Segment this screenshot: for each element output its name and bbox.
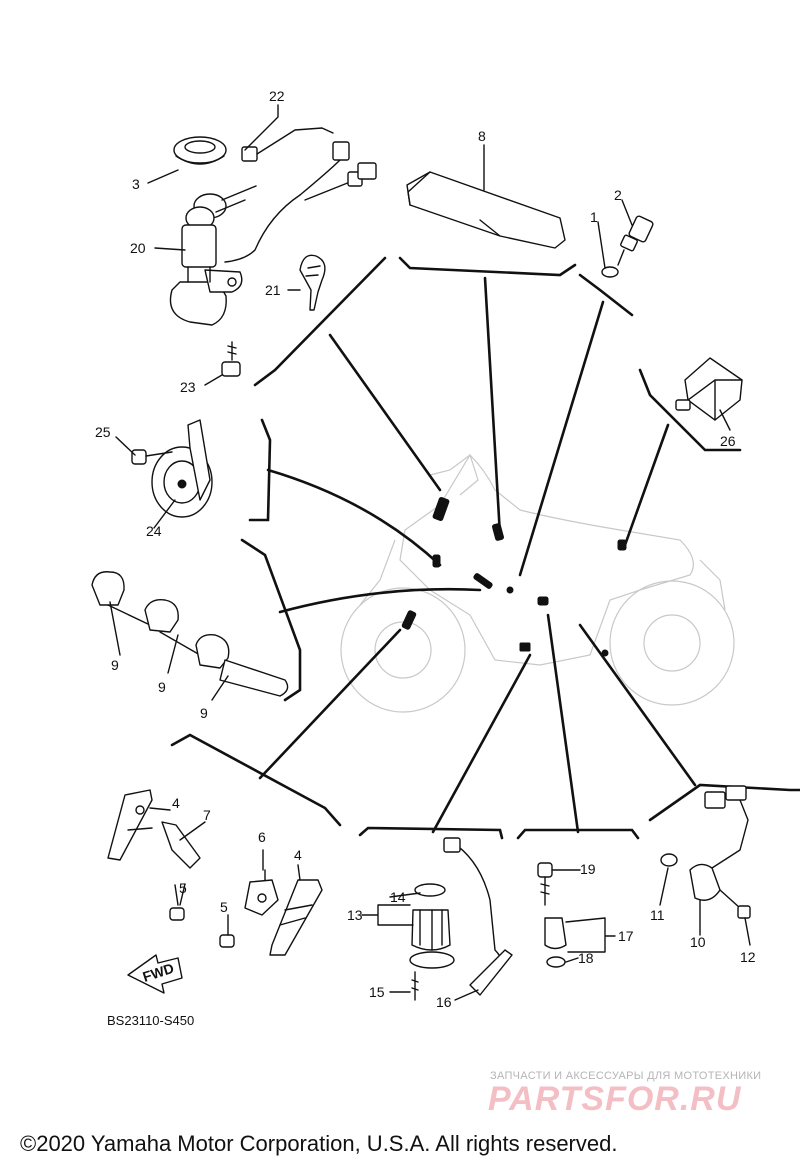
- callout-22: 22: [269, 88, 285, 104]
- callout-8: 8: [478, 128, 486, 144]
- ecu-part: [406, 171, 566, 249]
- watermark-brand: PARTSFOR.RU: [488, 1080, 742, 1118]
- callout-1: 1: [590, 209, 598, 225]
- callout-24: 24: [146, 523, 162, 539]
- callout-leaders: [109, 104, 751, 1001]
- callout-11: 11: [650, 907, 665, 923]
- reflector-right-part: [219, 869, 323, 956]
- sensor-part: [601, 215, 654, 278]
- wire-lead-part: [241, 127, 334, 162]
- callout-13: 13: [347, 907, 363, 923]
- callout-9b: 9: [158, 679, 166, 695]
- callout-numbers: 22 3 20 21 23 8 1 2 26 25 24 9 9 9 4 7 5…: [95, 88, 756, 1010]
- callout-20: 20: [130, 240, 146, 256]
- leader-lines: [258, 276, 697, 834]
- callout-9c: 9: [200, 705, 208, 721]
- bike-connectors: [401, 497, 627, 657]
- callout-4b: 4: [294, 847, 302, 863]
- callout-14: 14: [390, 889, 406, 905]
- callout-19: 19: [580, 861, 596, 877]
- speed-sensor-part: [537, 862, 567, 968]
- copyright-text: ©2020 Yamaha Motor Corporation, U.S.A. A…: [20, 1131, 618, 1156]
- callout-17: 17: [618, 928, 634, 944]
- callout-23: 23: [180, 379, 196, 395]
- group-brackets: [170, 256, 800, 840]
- bolt-23-part: [221, 341, 241, 377]
- fuel-sender-part: [409, 837, 513, 1001]
- main-switch-part: [169, 141, 377, 326]
- callout-18: 18: [578, 950, 594, 966]
- callout-25: 25: [95, 424, 111, 440]
- callout-5a: 5: [179, 880, 187, 896]
- bulb-sockets-part: [91, 571, 289, 697]
- key-part: [299, 254, 326, 311]
- callout-21: 21: [265, 282, 281, 298]
- horn-part: [131, 419, 213, 518]
- fwd-arrow: [127, 954, 183, 994]
- reflector-left-part: [107, 789, 201, 921]
- callout-3: 3: [132, 176, 140, 192]
- callout-15: 15: [369, 984, 385, 1000]
- diagram-code: BS23110-S450: [107, 1013, 195, 1028]
- callout-7: 7: [203, 807, 211, 823]
- cover-ring-part: [173, 136, 227, 165]
- callout-12: 12: [740, 949, 756, 965]
- callout-16: 16: [436, 994, 452, 1010]
- callout-4a: 4: [172, 795, 180, 811]
- callout-5b: 5: [220, 899, 228, 915]
- callout-10: 10: [690, 934, 706, 950]
- callout-26: 26: [720, 433, 736, 449]
- neutral-switch-part: [660, 785, 751, 919]
- callout-2: 2: [614, 187, 622, 203]
- callout-9a: 9: [111, 657, 119, 673]
- motorcycle-silhouette: [340, 454, 735, 713]
- watermark-tagline: ЗАПЧАСТИ И АКСЕССУАРЫ ДЛЯ МОТОТЕХНИКИ: [490, 1070, 762, 1082]
- relay-part: [675, 357, 743, 421]
- callout-6: 6: [258, 829, 266, 845]
